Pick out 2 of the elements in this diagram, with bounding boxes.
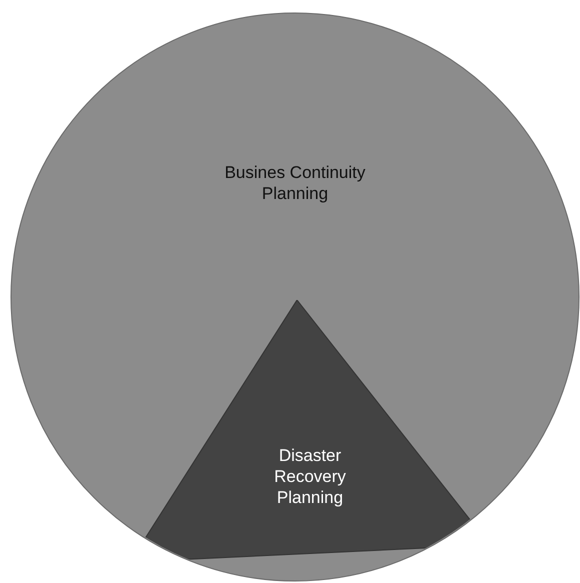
region-label: Busines Continuity Planning [224, 162, 366, 204]
region-label: Disaster Recovery Planning [273, 445, 347, 508]
